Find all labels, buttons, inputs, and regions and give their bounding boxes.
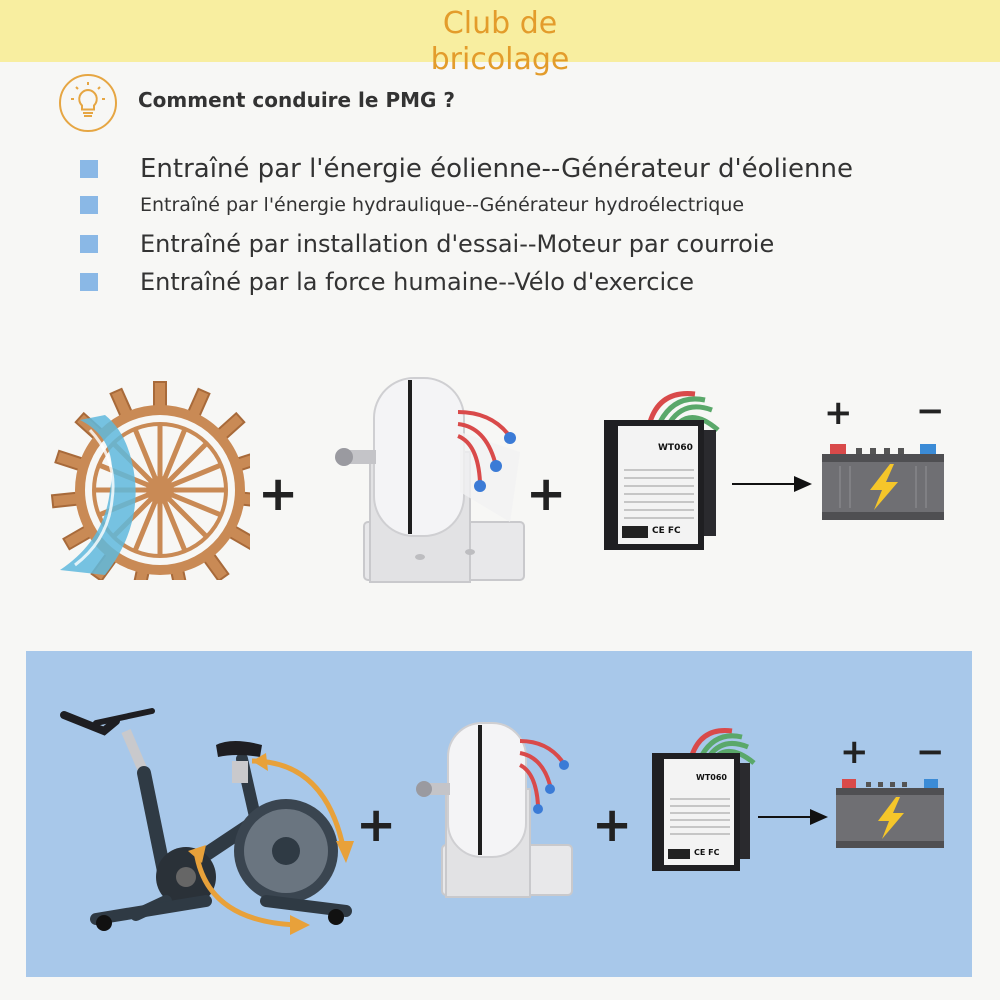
bullet-square-icon	[80, 160, 98, 178]
banner-title-line1: Club de	[442, 6, 558, 41]
plus-sign: +	[592, 797, 633, 853]
banner-title: Club de bricolage	[0, 6, 1000, 78]
controller-model-label: WT060	[696, 773, 727, 782]
controller-cert-marks: CE FC	[652, 526, 681, 536]
controller-model-label: WT060	[658, 443, 693, 453]
lightbulb-icon	[52, 72, 124, 134]
header-banner: Club de bricolage	[0, 0, 1000, 77]
bullet-text: Entraîné par l'énergie hydraulique--Géné…	[140, 194, 745, 216]
plus-sign: +	[356, 797, 397, 853]
charge-controller-icon: WT060 CE FC	[648, 727, 758, 877]
battery-plus-label: +	[840, 732, 869, 772]
plus-sign: +	[258, 466, 299, 522]
bullet-text: Entraîné par installation d'essai--Moteu…	[140, 230, 775, 258]
question-heading: Comment conduire le PMG ?	[138, 88, 455, 112]
battery-icon	[820, 440, 946, 524]
controller-cert-marks: CE FC	[694, 848, 720, 857]
arrow-right-icon	[758, 807, 830, 827]
plus-sign: +	[526, 466, 567, 522]
bullet-text: Entraîné par la force humaine--Vélo d'ex…	[140, 268, 695, 296]
battery-minus-label: −	[916, 391, 945, 431]
generator-icon	[330, 372, 530, 587]
battery-icon	[834, 775, 946, 851]
battery-plus-label: +	[824, 393, 853, 433]
bullet-item-wind: Entraîné par l'énergie éolienne--Générat…	[80, 154, 853, 184]
generator-icon	[412, 719, 602, 899]
exercise-bike-icon	[56, 701, 356, 951]
charge-controller-icon: WT060 CE FC	[600, 390, 725, 555]
bullet-square-icon	[80, 196, 98, 214]
water-wheel-icon	[50, 380, 270, 599]
bullet-square-icon	[80, 273, 98, 291]
bullet-item-hydro: Entraîné par l'énergie hydraulique--Géné…	[80, 194, 744, 216]
bullet-text: Entraîné par l'énergie éolienne--Générat…	[140, 154, 853, 184]
bullet-item-bike: Entraîné par la force humaine--Vélo d'ex…	[80, 268, 694, 296]
bullet-item-belt: Entraîné par installation d'essai--Moteu…	[80, 230, 774, 258]
battery-minus-label: −	[916, 732, 945, 772]
diagram-bike-panel: + +	[26, 651, 972, 977]
arrow-right-icon	[732, 474, 814, 494]
banner-title-line2: bricolage	[430, 42, 570, 77]
diagram-hydro: + +	[0, 340, 1000, 600]
bullet-square-icon	[80, 235, 98, 253]
